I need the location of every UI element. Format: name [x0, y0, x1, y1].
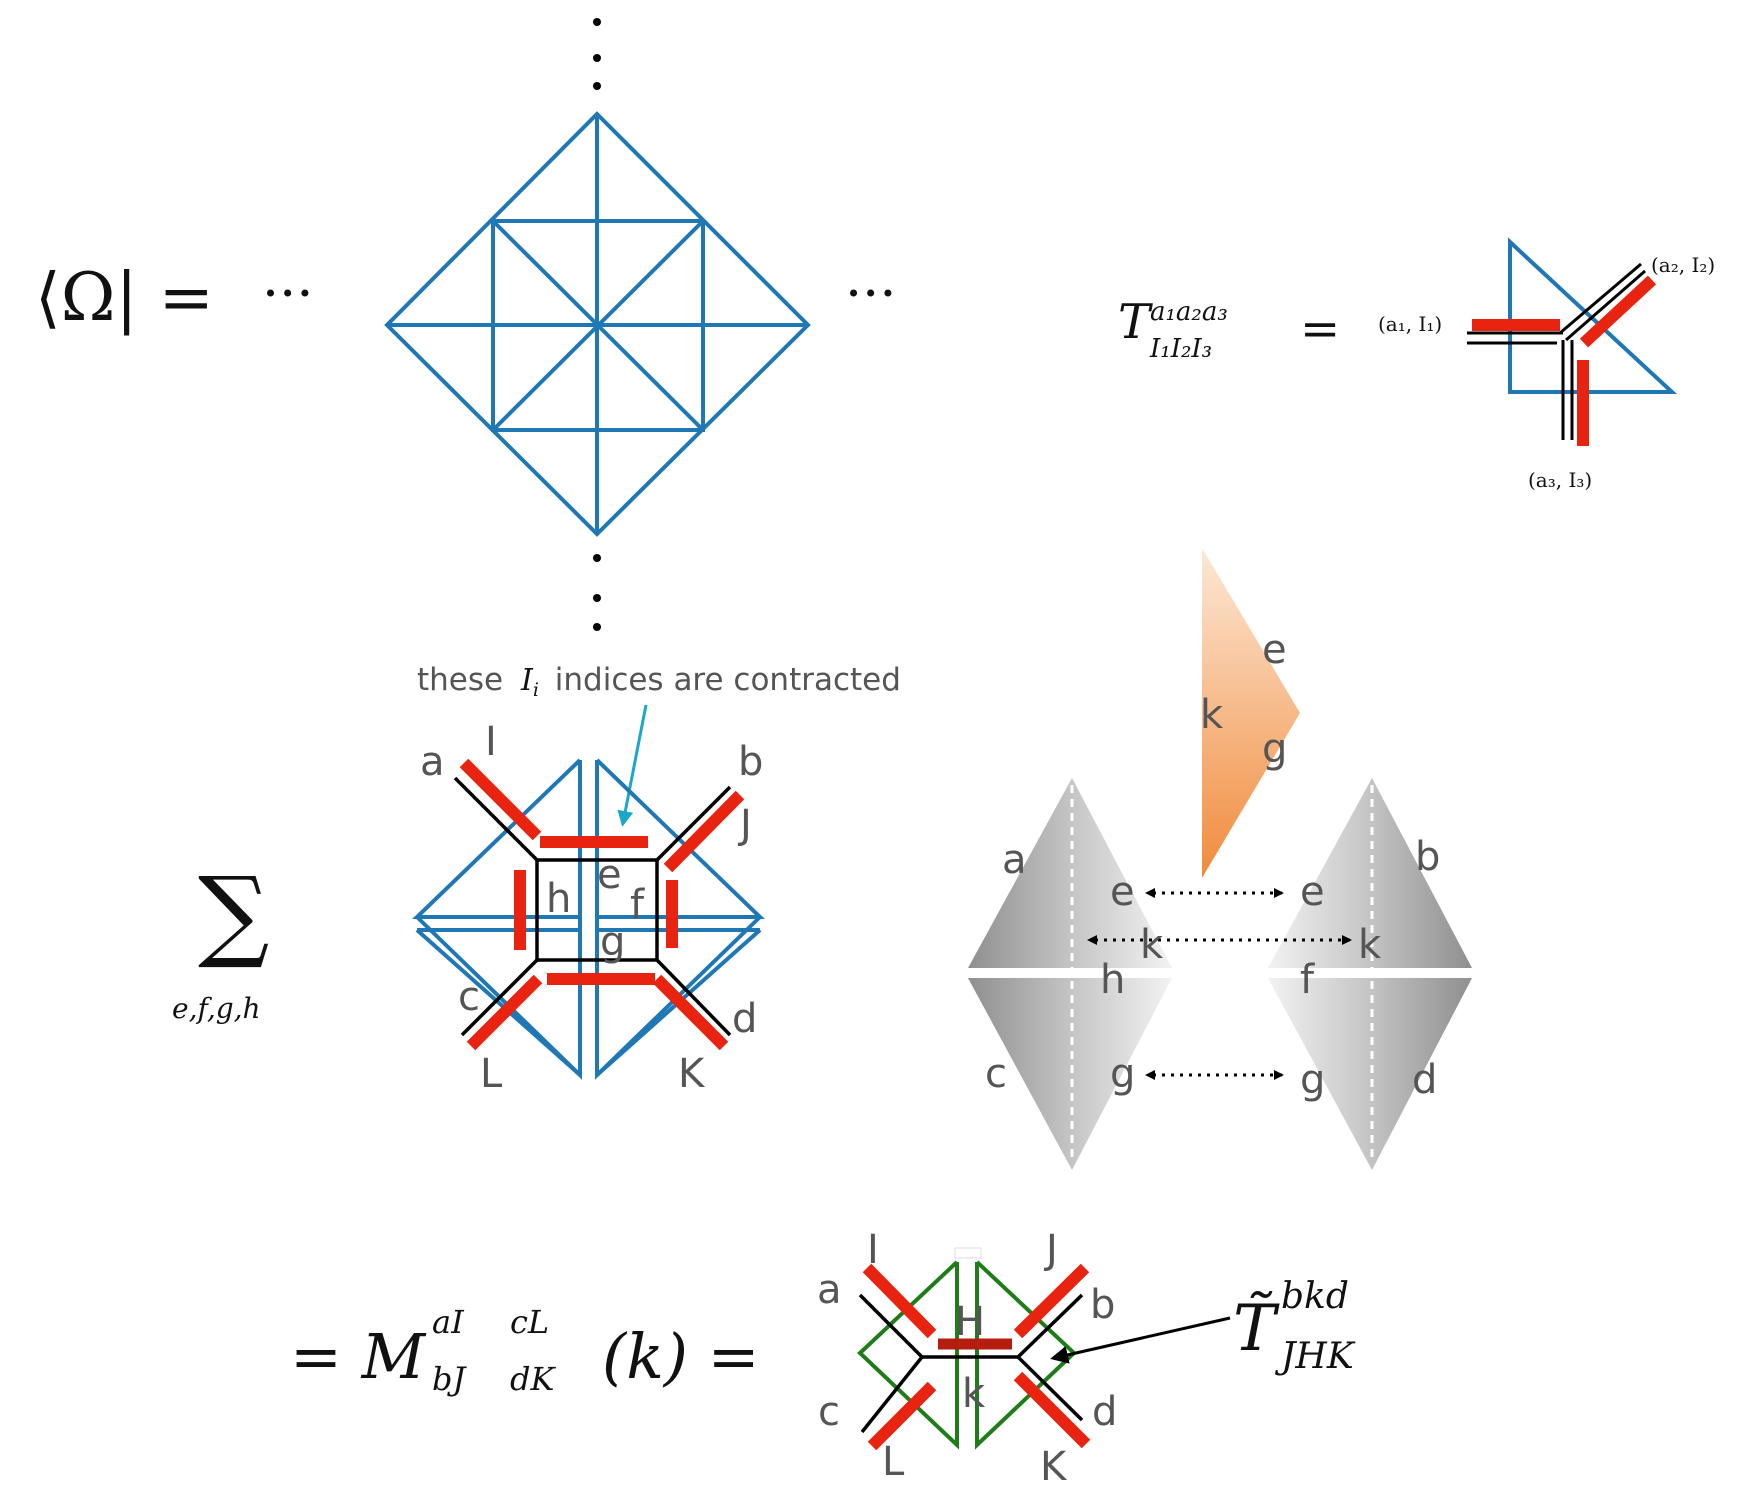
annotation-text: these Ii indices are contracted: [417, 662, 901, 704]
net-label-J: J: [737, 802, 752, 848]
ellipsis-left: ···: [262, 262, 314, 325]
annotation-symbol: I: [520, 663, 534, 698]
sum-symbol: ∑: [198, 855, 269, 972]
red-label-b: b: [1090, 1282, 1115, 1328]
t-tilde-sub: JHK: [1274, 1336, 1356, 1377]
net-label-f: f: [630, 882, 645, 928]
left-gray-lower: [968, 978, 1172, 1170]
net-label-d: d: [732, 996, 757, 1042]
pyr-top-g: g: [1262, 726, 1287, 772]
pyr-left-k: k: [1140, 922, 1164, 968]
pyr-right-k: k: [1358, 922, 1382, 968]
vertical-dots-bottom: [593, 554, 601, 631]
pyramid-cartoon: e k g a e k h c g b e k f d g: [968, 548, 1472, 1170]
contraction-network: a I b J c L d K e f g h: [412, 719, 765, 1097]
t-tilde-pointer: [1050, 1316, 1231, 1364]
tensor-definition: T a₁a₂a₃ I₁I₂I₃ = (a₁, I₁) (a₂, I₂) (a₃,…: [1118, 253, 1715, 492]
sum-indices: e,f,g,h: [172, 992, 261, 1025]
leg-label-2: (a₂, I₂): [1651, 253, 1715, 277]
bra-equation: ⟨Ω| = ··· ···: [35, 259, 897, 336]
m-sup1: aI: [432, 1303, 465, 1341]
bra-omega-lhs: ⟨Ω| =: [35, 259, 214, 336]
pyr-right-d: d: [1412, 1057, 1437, 1103]
pyr-right-g: g: [1300, 1057, 1325, 1103]
right-gray-upper: [1268, 778, 1472, 968]
net-label-a: a: [420, 739, 445, 785]
leg-label-1: (a₁, I₁): [1378, 312, 1442, 336]
net-label-h: h: [546, 876, 571, 922]
red-label-c: c: [818, 1389, 840, 1435]
right-gray-lower: [1268, 978, 1472, 1170]
red-label-a: a: [817, 1267, 842, 1313]
red-label-J: J: [1043, 1227, 1058, 1273]
tensor-triangle-diagram: [1467, 237, 1678, 446]
pyr-left-e: e: [1110, 869, 1135, 915]
m-sup2: cL: [510, 1303, 549, 1341]
pyr-left-h: h: [1100, 957, 1125, 1003]
m-prefix: = M: [290, 1320, 427, 1393]
t-tilde-sup: bkd: [1281, 1276, 1349, 1317]
bottom-equation: = M aI cL bJ dK (k) =: [290, 1303, 760, 1398]
pyr-right-b: b: [1415, 834, 1440, 880]
net-label-K: K: [678, 1051, 706, 1097]
leg-label-3: (a₃, I₃): [1528, 468, 1592, 492]
pyr-right-e: e: [1300, 869, 1325, 915]
m-arg: (k) =: [602, 1320, 760, 1393]
net-label-I: I: [485, 719, 497, 765]
red-label-H: H: [955, 1299, 985, 1345]
ellipsis-right: ···: [845, 262, 897, 325]
m-sub2: dK: [510, 1360, 556, 1398]
m-sub1: bJ: [432, 1360, 467, 1398]
left-gray-upper: [968, 778, 1172, 968]
annotation-before: these: [417, 662, 503, 698]
pyr-top-k: k: [1200, 692, 1224, 738]
annotation-symbol-sub: i: [533, 679, 539, 701]
pyr-left-c: c: [985, 1051, 1007, 1097]
net-label-b: b: [738, 739, 763, 785]
t-tilde-label: T̃ bkd JHK: [1233, 1276, 1356, 1377]
reduced-network: I J a b H k c d L K: [817, 1227, 1231, 1487]
sum-operator: ∑ e,f,g,h: [172, 855, 269, 1025]
red-label-d: d: [1092, 1389, 1117, 1435]
net-label-L: L: [480, 1051, 503, 1097]
net-label-c: c: [458, 974, 480, 1020]
net-label-g: g: [600, 919, 625, 965]
red-label-L: L: [882, 1439, 905, 1485]
tensor-subscript: I₁I₂I₃: [1149, 334, 1212, 364]
tensor-symbol: T: [1118, 294, 1153, 350]
annotation-after: indices are contracted: [555, 662, 901, 698]
pyr-top-e: e: [1262, 627, 1287, 673]
net-label-e: e: [597, 852, 622, 898]
red-label-K: K: [1040, 1444, 1068, 1487]
annotation-arrow: [617, 704, 648, 827]
orange-wedge: [1202, 548, 1300, 878]
kagome-lattice-diamond: [384, 111, 811, 537]
pyr-left-a: a: [1002, 837, 1027, 883]
t-tilde-symbol: T̃: [1233, 1291, 1280, 1366]
pyr-left-g: g: [1110, 1051, 1135, 1097]
pyr-right-f: f: [1300, 957, 1315, 1003]
vertical-dots-top: [593, 18, 601, 90]
contraction-annotation: these Ii indices are contracted: [417, 662, 901, 827]
tensor-superscript: a₁a₂a₃: [1150, 297, 1228, 327]
tensor-equals: =: [1300, 301, 1340, 357]
red-label-I: I: [867, 1227, 879, 1273]
red-label-k: k: [962, 1371, 986, 1417]
